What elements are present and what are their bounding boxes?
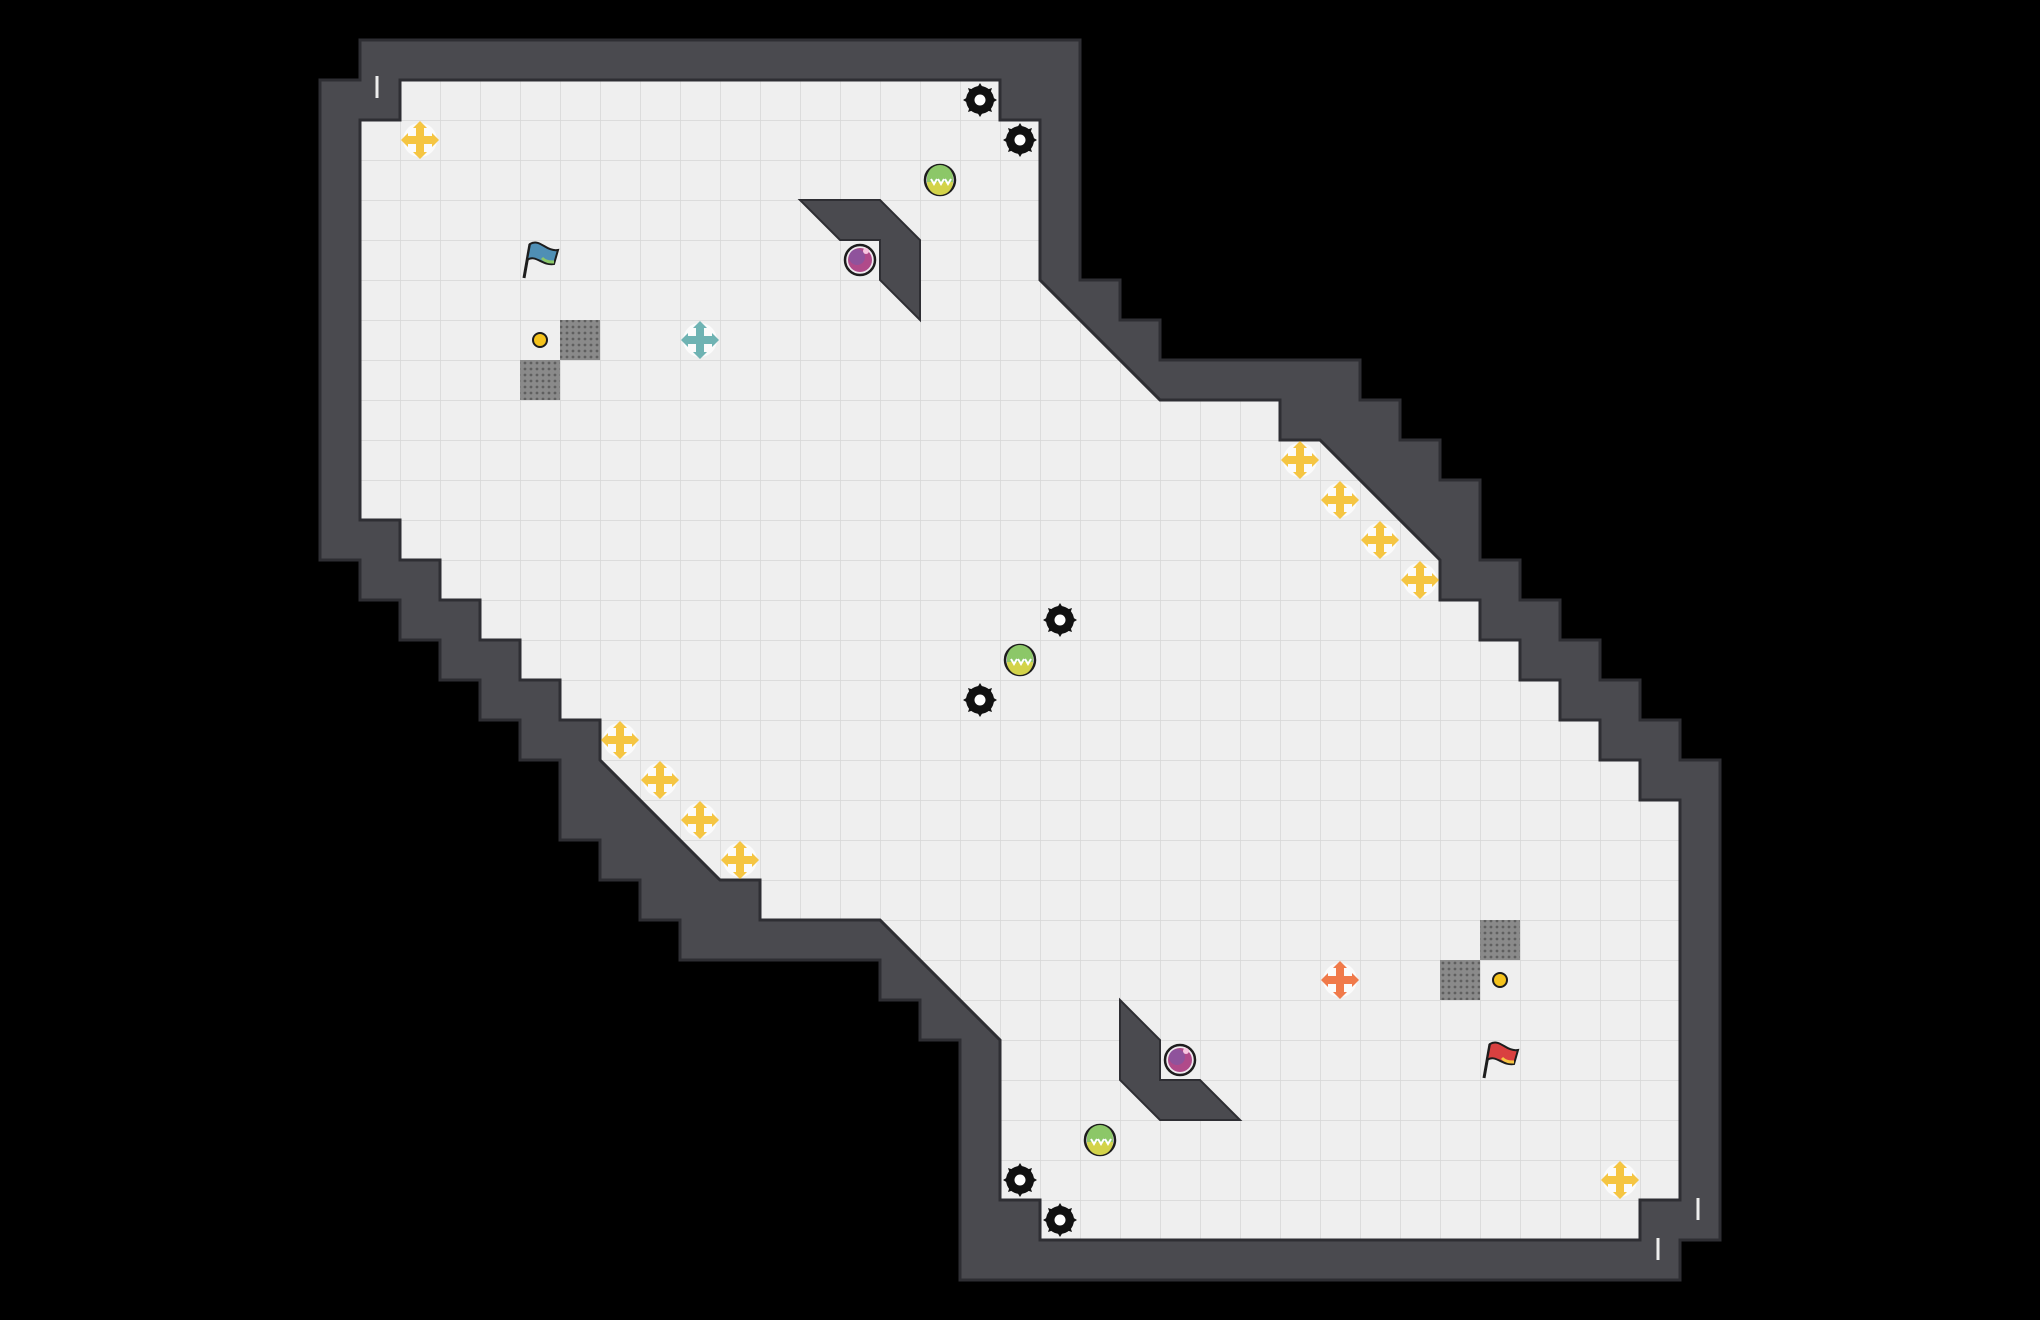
gear-icon	[963, 683, 997, 717]
coin-icon	[1492, 972, 1508, 988]
gear-icon	[1043, 1203, 1077, 1237]
interior-wall-bottom	[1119, 997, 1243, 1121]
gear-icon	[1043, 603, 1077, 637]
speed-pad-icon	[1003, 643, 1037, 677]
corner-ticks	[375, 76, 1700, 1260]
flag-icon	[1482, 1041, 1520, 1079]
grate-icon	[1440, 960, 1480, 1000]
grate-icon	[560, 320, 600, 360]
grate-icon	[520, 360, 560, 400]
gear-icon	[1003, 123, 1037, 157]
gear-icon	[1003, 1163, 1037, 1197]
flag-icon	[522, 241, 560, 279]
grate-icon	[1480, 920, 1520, 960]
speed-pad-icon	[923, 163, 957, 197]
bomb-icon	[1163, 1043, 1197, 1077]
grates	[520, 320, 1520, 1000]
speed-pad-icon	[1083, 1123, 1117, 1157]
interior-wall-top	[797, 199, 921, 323]
coins	[532, 332, 1508, 988]
gear-icon	[963, 83, 997, 117]
red-flag	[1482, 1041, 1520, 1079]
coin-icon	[532, 332, 548, 348]
blue-flag	[522, 241, 560, 279]
bomb-icon	[843, 243, 877, 277]
